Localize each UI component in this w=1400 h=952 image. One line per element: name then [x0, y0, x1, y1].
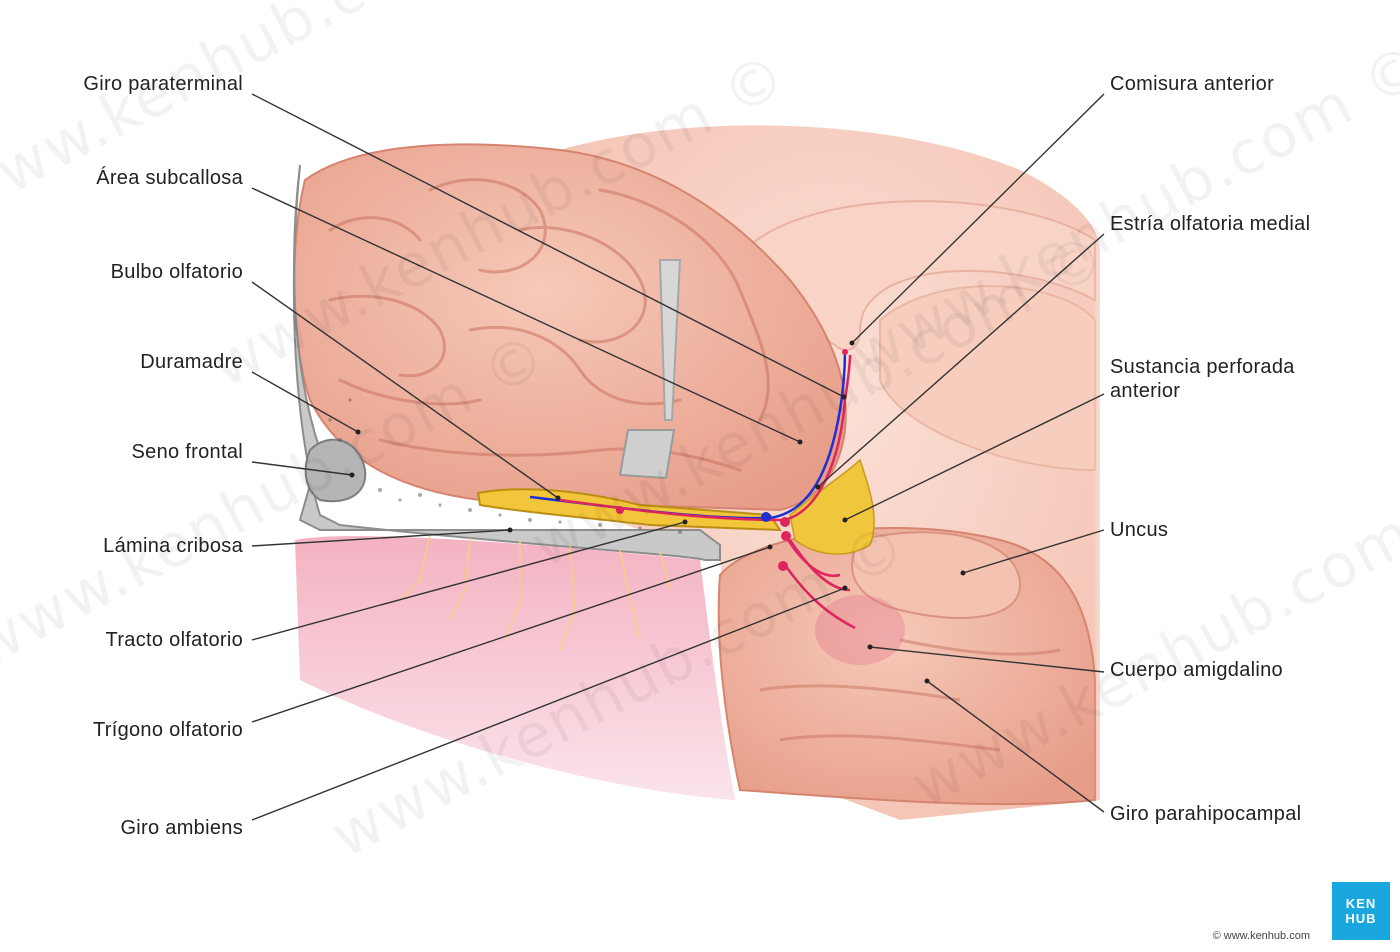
leader-giro-paraterminal — [251, 93, 845, 398]
pathway-nodes — [616, 349, 848, 571]
label-seno-frontal: Seno frontal — [131, 441, 243, 463]
label-lamina-cribosa: Lámina cribosa — [103, 535, 243, 557]
fade-right — [1000, 100, 1110, 860]
dura-bone — [292, 164, 721, 561]
leader-giro-parahipocampal — [926, 680, 1105, 813]
amygdala-glow — [815, 595, 905, 665]
kenhub-logo: KEN HUB — [1332, 882, 1390, 940]
logo-line1: KEN — [1345, 896, 1377, 911]
frontal-lobe — [293, 143, 847, 512]
logo-line2: HUB — [1345, 911, 1377, 926]
label-giro-ambiens: Giro ambiens — [120, 817, 243, 839]
label-uncus: Uncus — [1110, 519, 1169, 541]
label-sustancia-perforada-line1: Sustancia perforada — [1110, 356, 1295, 378]
leader-trigono-olfatorio — [251, 546, 771, 723]
retractor-blade — [618, 429, 676, 480]
label-bulbo-olfatorio: Bulbo olfatorio — [110, 261, 243, 283]
copyright-text: © www.kenhub.com — [1212, 930, 1310, 942]
leader-cuerpo-amigdalino — [869, 646, 1105, 673]
bone-texture — [328, 398, 682, 534]
leader-uncus — [962, 529, 1105, 574]
leader-estria-olfatoria — [817, 233, 1105, 488]
label-estria-olfatoria-medial: Estría olfatoria medial — [1110, 213, 1311, 235]
leader-sustancia-perforada — [844, 393, 1105, 521]
nasal-cavity — [295, 536, 735, 800]
leader-tracto-olfatorio — [251, 521, 686, 641]
label-trigono-olfatorio: Trígono olfatorio — [93, 719, 243, 741]
leader-comisura-anterior — [851, 93, 1105, 344]
label-giro-paraterminal: Giro paraterminal — [83, 73, 243, 95]
label-cuerpo-amigdalino: Cuerpo amigdalino — [1110, 659, 1283, 681]
label-area-subcallosa: Área subcallosa — [96, 167, 243, 189]
label-giro-parahipocampal: Giro parahipocampal — [1110, 803, 1302, 825]
leader-lines — [251, 93, 1105, 821]
leader-area-subcallosa — [251, 187, 801, 443]
leader-giro-ambiens — [251, 587, 846, 821]
label-comisura-anterior: Comisura anterior — [1110, 73, 1275, 95]
label-duramadre: Duramadre — [140, 351, 243, 373]
label-sustancia-perforada-line2: anterior — [1110, 380, 1181, 402]
perforated-substance — [789, 458, 875, 555]
label-tracto-olfatorio: Tracto olfatorio — [105, 629, 243, 651]
leader-bulbo-olfatorio — [251, 281, 559, 499]
leader-duramadre — [251, 371, 359, 433]
leader-lamina-cribosa — [251, 529, 511, 547]
leader-seno-frontal — [251, 461, 353, 476]
olfactory-fibers — [399, 534, 671, 651]
leader-endpoints — [349, 340, 966, 684]
